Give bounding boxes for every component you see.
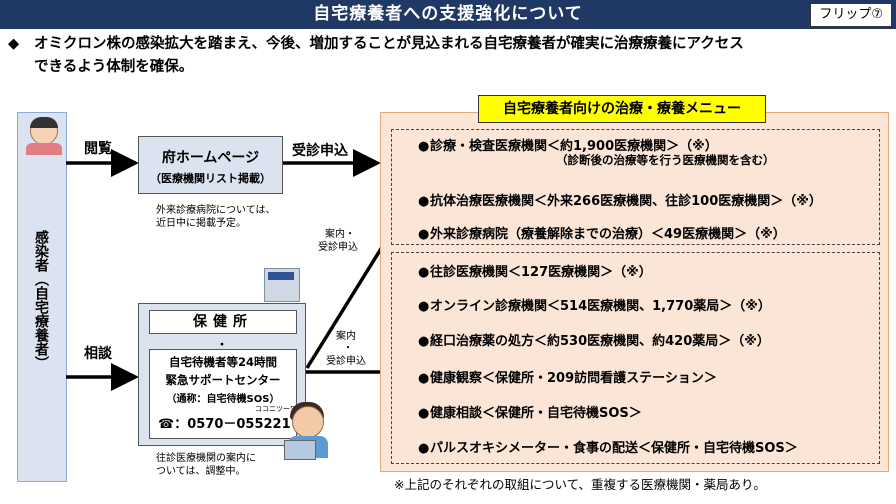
building-sign	[268, 272, 294, 280]
patient-column	[17, 112, 67, 482]
health-center-note-2: ついては、調整中。	[156, 466, 246, 477]
lead-line-1: オミクロン株の感染拡大を踏まえ、今後、増加することが見込まれる自宅療養者が確実に…	[34, 36, 744, 52]
health-center-note-1: 往診医療機関の案内に	[156, 453, 256, 464]
prefecture-note-1: 外来診療病院については、	[156, 205, 276, 216]
laptop-icon	[284, 440, 316, 460]
flip-label: フリップ⑦	[810, 3, 892, 27]
guide-lower-2: ・	[343, 343, 353, 354]
lead-line-2: できるよう体制を確保。	[34, 59, 194, 75]
apply-label-top: 受診申込	[292, 143, 348, 159]
sos-line-2: 緊急サポートセンター	[165, 373, 281, 387]
browse-label: 閲覧	[84, 141, 112, 157]
lead-bullet: ◆	[8, 36, 20, 52]
lead-text: ◆ オミクロン株の感染拡大を踏まえ、今後、増加することが見込まれる自宅療養者が確実…	[8, 33, 888, 79]
consult-label: 相談	[84, 346, 112, 362]
guide-lower-1: 案内	[336, 331, 356, 342]
sos-phone: ☎：0570－055221	[158, 417, 291, 432]
title-bar	[0, 0, 896, 29]
sos-center-box	[149, 349, 297, 439]
sos-line-3: （通称：自宅待機SOS）	[166, 394, 280, 405]
prefecture-note-2: 近日中に掲載予定。	[156, 218, 246, 229]
footnote: ※上記のそれぞれの取組について、重複する医療機関・薬局あり。	[394, 477, 766, 492]
menu-item: ●診療・検査医療機関＜約1,900医療機関＞（※）	[418, 139, 718, 154]
menu-item: ●外来診療病院（療養解除までの治療）＜49医療機関＞（※）	[418, 227, 786, 242]
prefecture-homepage-box	[138, 136, 283, 194]
guide-upper-1: 案内・	[325, 229, 355, 240]
operator-face-icon	[292, 406, 324, 438]
prefecture-homepage-sub: （医療機関リスト掲載）	[150, 172, 271, 185]
prefecture-homepage-title: 府ホームページ	[161, 150, 260, 166]
patient-label: 感染者（自宅療養者）	[33, 230, 49, 370]
treatment-menu-panel	[380, 112, 889, 472]
page-title: 自宅療養者への支援強化について	[313, 4, 583, 24]
menu-item-sub: （診断後の治療等を行う医療機関を含む）	[556, 153, 775, 167]
menu-item: ●健康相談＜保健所・自宅待機SOS＞	[418, 406, 642, 421]
menu-group-2	[391, 252, 880, 464]
treatment-menu-title: 自宅療養者向けの治療・療養メニュー	[478, 95, 766, 123]
phone-ruby: ココニツーワ(ン)	[255, 405, 310, 413]
menu-item: ●抗体治療医療機関＜外来266医療機関、往診100医療機関＞（※）	[418, 194, 822, 209]
menu-group-1	[391, 129, 880, 245]
menu-item: ●往診医療機関＜127医療機関＞（※）	[418, 265, 652, 280]
prefecture-note: 外来診療病院については、 近日中に掲載予定。	[156, 204, 276, 230]
sos-line-1: 自宅待機者等24時間	[168, 355, 277, 369]
guide-upper-2: 受診申込	[318, 242, 358, 253]
patient-face-icon	[30, 117, 58, 145]
menu-item: ●オンライン診療機関＜514医療機関、1,770薬局＞（※）	[418, 299, 771, 314]
health-center-dot: ・	[216, 338, 228, 351]
menu-item: ●経口治療薬の処方＜約530医療機関、約420薬局＞（※）	[418, 334, 770, 349]
patient-body-icon	[26, 143, 62, 155]
health-center-title: 保健所	[149, 310, 297, 334]
health-center-note: 往診医療機関の案内に ついては、調整中。	[156, 452, 256, 478]
guide-lower-3: 受診申込	[326, 356, 366, 367]
menu-item: ●パルスオキシメーター・食事の配送＜保健所・自宅待機SOS＞	[418, 441, 798, 456]
menu-item: ●健康観察＜保健所・209訪問看護ステーション＞	[418, 371, 717, 386]
